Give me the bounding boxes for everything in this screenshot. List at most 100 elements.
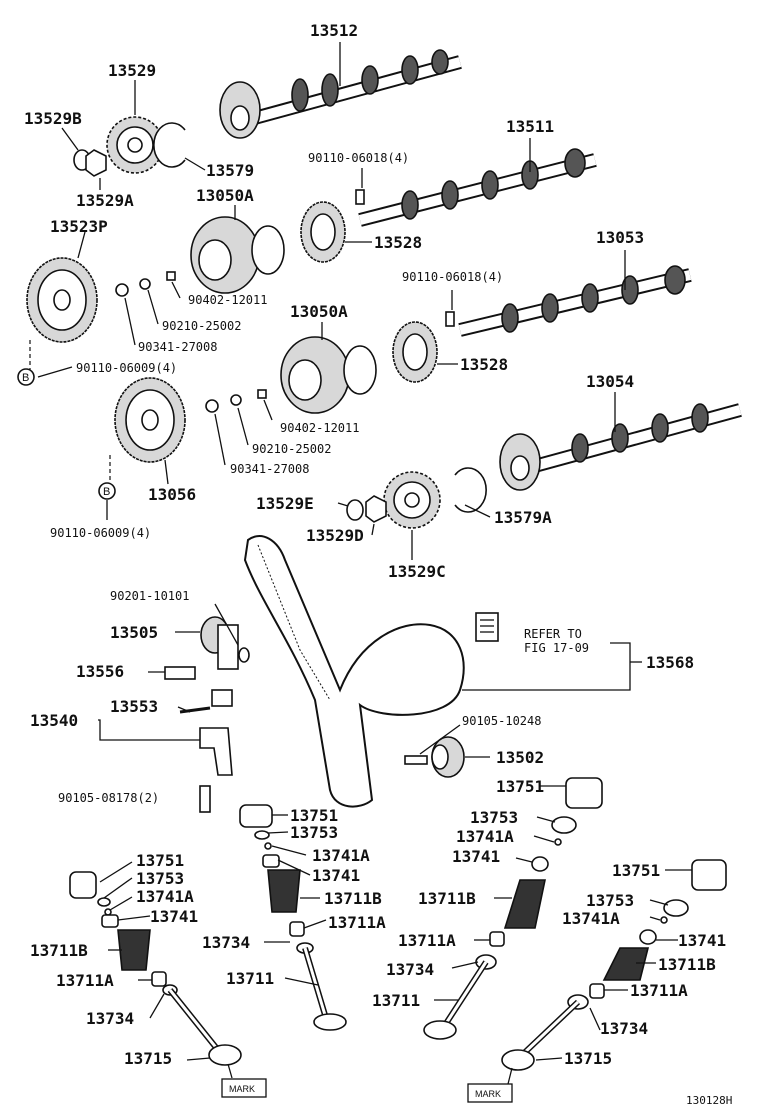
bolt-90341-27008-a: [115, 283, 129, 297]
valve-group-center-right: [423, 777, 603, 1040]
label-13741A-d: 13741A: [562, 909, 620, 928]
ring-13529E: [346, 499, 364, 521]
label-13711B-d: 13711B: [658, 955, 716, 974]
label-13711A-b: 13711A: [398, 931, 456, 950]
label-13711A-d: 13711A: [630, 981, 688, 1000]
label-13734-b: 13734: [386, 960, 434, 979]
label-13751-d: 13751: [612, 861, 660, 880]
label-13053: 13053: [596, 228, 644, 247]
label-13753-a: 13753: [470, 808, 518, 827]
camshaft-13053: [458, 265, 692, 337]
label-13711B-b: 13711B: [418, 889, 476, 908]
bolt-90110-06018-a: [355, 189, 365, 205]
label-90201-10101: 90201-10101: [110, 589, 189, 603]
timing-pulley-13523P: [26, 257, 98, 343]
label-13711B-a: 13711B: [324, 889, 382, 908]
label-90105-08178: 90105-08178(2): [58, 791, 159, 805]
label-13511: 13511: [506, 117, 554, 136]
washer-90210-25002-b: [230, 394, 242, 406]
valve-group-right: [501, 859, 727, 1071]
label-13540: 13540: [30, 711, 78, 730]
label-refer-line2: FIG 17-09: [524, 641, 589, 655]
label-13753-b: 13753: [290, 823, 338, 842]
label-13553: 13553: [110, 697, 158, 716]
label-13741-a: 13741: [452, 847, 500, 866]
label-90110-06018-a: 90110-06018(4): [308, 151, 409, 165]
valve-group-center-left: [239, 804, 347, 1031]
mark-box-left: [221, 1078, 267, 1098]
label-13715-a: 13715: [124, 1049, 172, 1068]
timing-pulley-13056: [114, 377, 186, 463]
label-13050A-lower: 13050A: [290, 302, 348, 321]
label-13741A-c: 13741A: [136, 887, 194, 906]
label-13056: 13056: [148, 485, 196, 504]
label-90110-06009-b: 90110-06009(4): [50, 526, 151, 540]
label-13711A-a: 13711A: [328, 913, 386, 932]
cam-timing-pulley-13050A-upper: [190, 216, 285, 294]
label-13715-b: 13715: [564, 1049, 612, 1068]
label-13711A-c: 13711A: [56, 971, 114, 990]
label-13529D: 13529D: [306, 526, 364, 545]
label-13579: 13579: [206, 161, 254, 180]
label-13741A-b: 13741A: [312, 846, 370, 865]
label-13502: 13502: [496, 748, 544, 767]
label-13529C: 13529C: [388, 562, 446, 581]
label-13711-b: 13711: [372, 991, 420, 1010]
bolt-13556: [164, 666, 196, 680]
washer-90210-25002-a: [139, 278, 151, 290]
label-13753-c: 13753: [136, 869, 184, 888]
label-90110-06009-a: 90110-06009(4): [76, 361, 177, 375]
label-13711-a: 13711: [226, 969, 274, 988]
plate-13529A: [85, 149, 107, 177]
tensioner-arm-13540: [199, 727, 233, 776]
label-13711B-c: 13711B: [30, 941, 88, 960]
snap-ring-13579A: [454, 467, 487, 513]
label-13579A: 13579A: [494, 508, 552, 527]
label-90105-10248: 90105-10248: [462, 714, 541, 728]
label-13529A: 13529A: [76, 191, 134, 210]
idler-13505: [200, 616, 239, 670]
camshaft-13511: [358, 148, 597, 227]
bolt-90110-06018-b: [445, 311, 455, 327]
bolt-90341-27008-b: [205, 399, 219, 413]
label-90210-25002-a: 90210-25002: [162, 319, 241, 333]
label-13741A-a: 13741A: [456, 827, 514, 846]
label-13568: 13568: [646, 653, 694, 672]
pin-90402-12011-b: [257, 389, 267, 399]
callout-b1-circle: [17, 368, 35, 386]
idler-pulley-13502: [431, 736, 465, 778]
label-13529B: 13529B: [24, 109, 82, 128]
callout-b2-letter: B: [103, 486, 110, 498]
bolt-90105-10248: [404, 755, 428, 765]
label-90341-27008-a: 90341-27008: [138, 340, 217, 354]
label-mark-left: MARK: [229, 1084, 255, 1094]
label-13529E: 13529E: [256, 494, 314, 513]
label-mark-right: MARK: [475, 1089, 501, 1099]
label-refer-line1: REFER TO: [524, 627, 582, 641]
cam-timing-pulley-13050A-lower: [280, 336, 377, 414]
label-13512: 13512: [310, 21, 358, 40]
valve-group-left: [69, 871, 242, 1066]
label-13751-c: 13751: [136, 851, 184, 870]
label-90402-12011-a: 90402-12011: [188, 293, 267, 307]
tensioner-13553: [211, 689, 233, 707]
camshaft-13054: [499, 403, 742, 491]
label-13741-b: 13741: [312, 866, 360, 885]
label-13529: 13529: [108, 61, 156, 80]
label-13751-a: 13751: [496, 777, 544, 796]
gear-13528-lower: [392, 321, 438, 383]
label-90210-25002-b: 90210-25002: [252, 442, 331, 456]
label-13734-c: 13734: [86, 1009, 134, 1028]
reference-icon: [475, 612, 499, 642]
bolt-90105-08178: [199, 785, 211, 813]
callout-b1-letter: B: [22, 372, 29, 384]
pin-90402-12011-a: [166, 271, 176, 281]
label-13751-b: 13751: [290, 806, 338, 825]
plate-13529D: [365, 495, 387, 523]
label-13753-d: 13753: [586, 891, 634, 910]
label-13741-c: 13741: [150, 907, 198, 926]
figure-id: 130128H: [686, 1094, 732, 1107]
label-90341-27008-b: 90341-27008: [230, 462, 309, 476]
